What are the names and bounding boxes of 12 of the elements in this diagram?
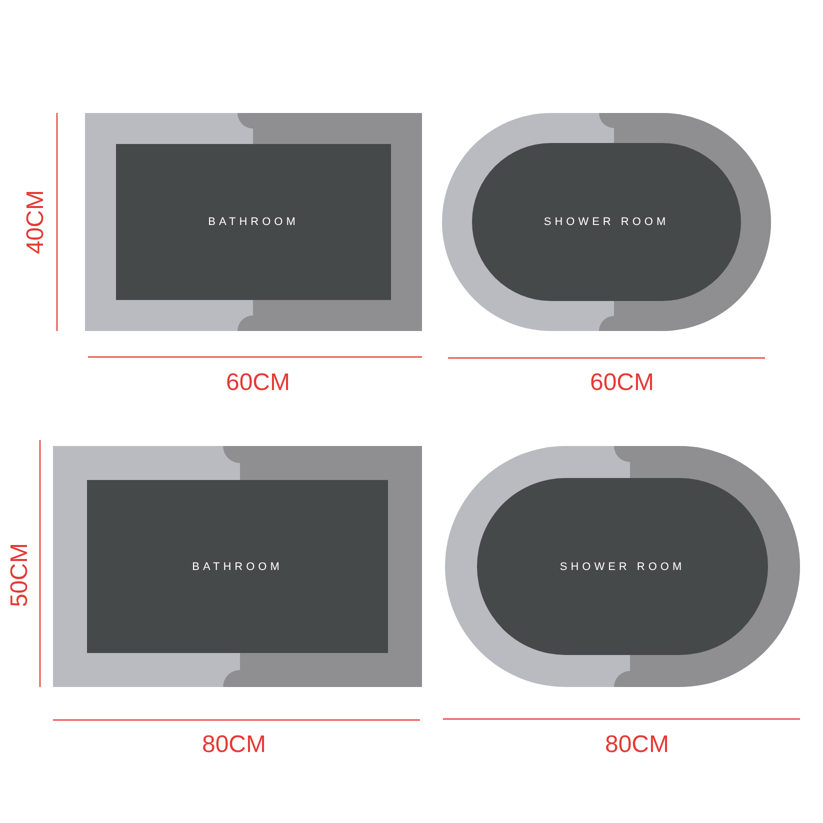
mat-label: BATHROOM: [192, 560, 283, 572]
rectangular-bath-mat: [85, 113, 422, 331]
dimension-label: 50CM: [6, 542, 34, 608]
dimension-label: 60CM: [226, 369, 290, 397]
dimension-label: 80CM: [202, 731, 266, 759]
dimension-label: 80CM: [604, 731, 670, 759]
dimension-label: 40CM: [22, 190, 50, 254]
dimension-label: 60CM: [590, 369, 654, 397]
mat-label: SHOWER ROOM: [560, 560, 686, 572]
mat-label: BATHROOM: [208, 216, 299, 228]
mat-label: SHOWER ROOM: [544, 216, 670, 228]
rectangular-bath-mat: [53, 446, 422, 687]
